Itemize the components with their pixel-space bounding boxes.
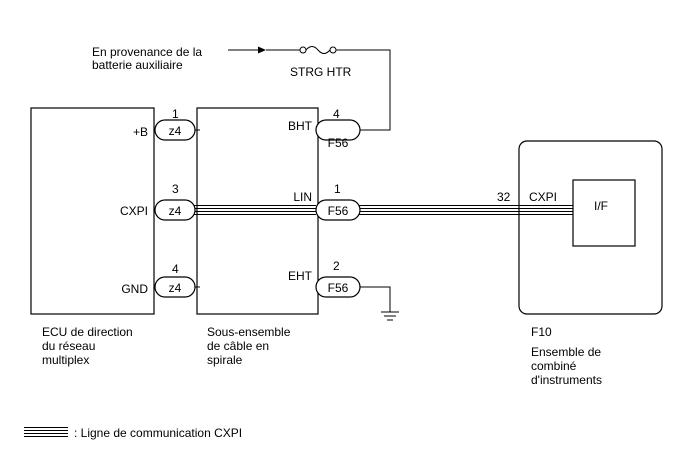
ecu-pin-number: 4 (172, 262, 179, 276)
spiral-pin-name: BHT (288, 119, 313, 133)
ecu-box (30, 107, 155, 315)
fuse-label: STRG HTR (290, 65, 352, 79)
combination-meter-box (518, 140, 663, 315)
connector-label: F56 (328, 204, 349, 218)
cxpi-line-ecu-to-spiral (194, 205, 316, 215)
meter-caption-line1: Ensemble de (531, 345, 601, 359)
connector-f56 (315, 199, 361, 221)
wire-battery-to-bht (336, 49, 391, 131)
ecu-caption-line3: multiplex (42, 353, 89, 367)
connector-z4 (154, 276, 196, 298)
cxpi-line-spiral-to-meter (358, 205, 573, 215)
connector-label: F56 (328, 281, 349, 295)
connector-label: z4 (169, 124, 182, 138)
meter-code: F10 (531, 325, 552, 339)
ground-icon (381, 311, 399, 321)
source-label-line1: En provenance de la (92, 45, 202, 59)
if-box (572, 179, 636, 247)
fuse-symbol (299, 46, 337, 54)
meter-pin-number: 32 (497, 190, 511, 204)
ecu-pin-name: +B (133, 125, 148, 139)
spiral-caption-line2: de câble en (207, 339, 269, 353)
spiral-caption-line3: spirale (207, 353, 243, 367)
connector-label: z4 (169, 281, 182, 295)
legend-line-sample (24, 427, 68, 437)
connector-z4 (154, 119, 196, 141)
ecu-pin-name: GND (121, 282, 148, 296)
connector-label: z4 (169, 204, 182, 218)
source-arrow (228, 46, 300, 54)
connector-f56 (315, 276, 361, 298)
spiral-pin-number: 4 (333, 107, 340, 121)
ecu-pin-number: 1 (172, 107, 179, 121)
connector-z4 (154, 199, 196, 221)
spiral-caption-line1: Sous-ensemble (207, 325, 291, 339)
meter-caption-line3: d'instruments (531, 373, 602, 387)
ecu-caption-line2: du réseau (42, 339, 95, 353)
ecu-caption-line1: ECU de direction (42, 325, 133, 339)
source-label-line2: batterie auxiliaire (92, 58, 183, 72)
if-label: I/F (594, 199, 608, 213)
spiral-pin-name: LIN (293, 190, 312, 204)
wire-eht-to-ground (360, 286, 391, 312)
connector-label: F56 (328, 136, 349, 150)
spiral-pin-name: EHT (288, 269, 313, 283)
meter-caption-line2: combiné (531, 359, 577, 373)
connector-f56 (315, 119, 361, 141)
meter-pin-name: CXPI (529, 190, 557, 204)
ecu-pin-name: CXPI (120, 204, 148, 218)
ecu-pin-number: 3 (172, 182, 179, 196)
legend-text: : Ligne de communication CXPI (74, 426, 242, 440)
spiral-pin-number: 2 (333, 259, 340, 273)
spiral-pin-number: 1 (334, 182, 341, 196)
